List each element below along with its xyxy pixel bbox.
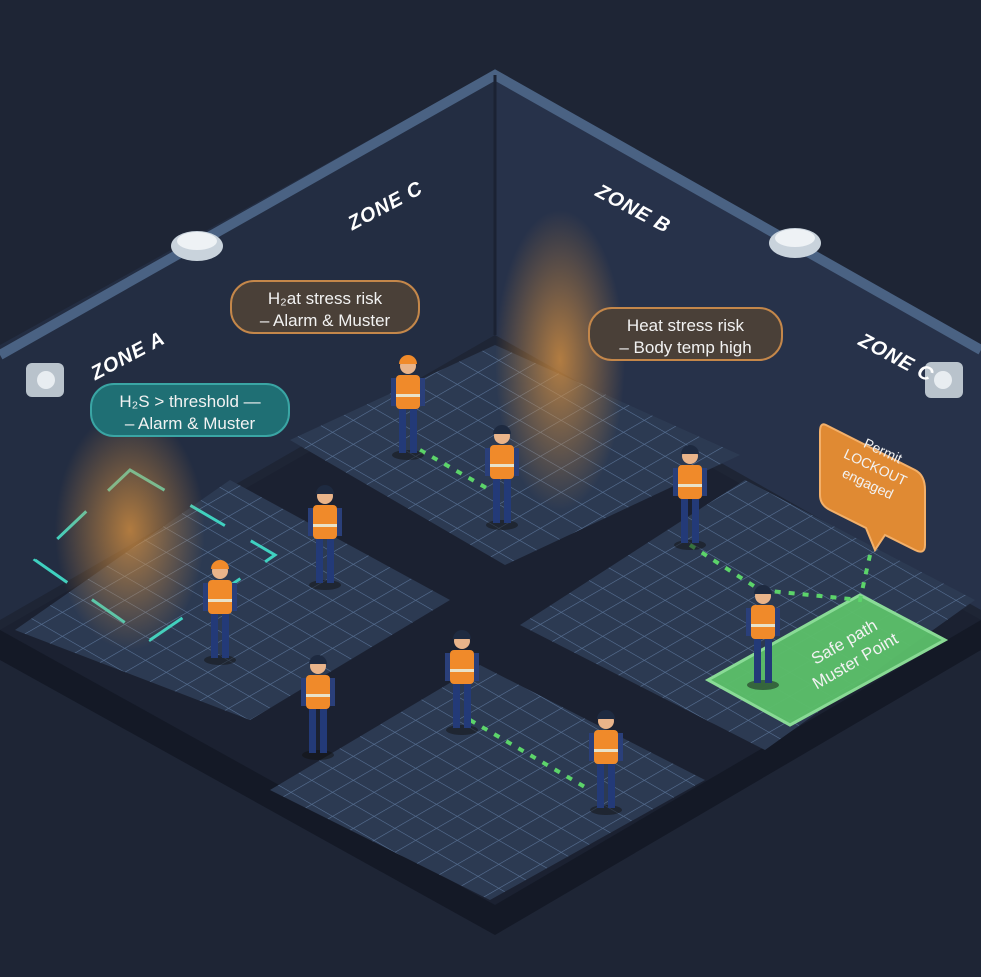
worker-figure — [589, 710, 623, 815]
ceiling-sensor-right — [769, 228, 821, 258]
permit-callout-bubble[interactable] — [819, 423, 926, 553]
worker-figure — [203, 560, 237, 665]
floor-slab — [0, 345, 981, 905]
heat-left-line1: H₂at stress risk — [267, 289, 383, 308]
heat-stress-left-callout[interactable]: H₂at stress risk – Alarm & Muster — [230, 280, 420, 334]
wall-sensor-right — [925, 362, 963, 398]
h2s-alert-line1: H₂S > threshold — — [119, 392, 261, 411]
worker-figure — [391, 355, 425, 460]
safe-path-dots — [419, 448, 872, 792]
worker-figure — [308, 485, 342, 590]
heat-plume — [495, 210, 625, 510]
h2s-alert-callout[interactable]: H₂S > threshold — – Alarm & Muster — [90, 383, 290, 437]
worker-figure — [746, 585, 780, 690]
h2s-alert-line2: – Alarm & Muster — [124, 414, 256, 433]
wall-sensor-left — [26, 363, 64, 397]
heat-right-line1: Heat stress risk — [626, 316, 745, 335]
heat-stress-right-callout[interactable]: Heat stress risk – Body temp high — [588, 307, 783, 361]
worker-figure — [485, 425, 519, 530]
gas-plume — [55, 410, 205, 650]
heat-left-line2: – Alarm & Muster — [259, 311, 391, 330]
worker-figure — [301, 655, 335, 760]
floor-zone-front — [270, 665, 705, 900]
heat-right-line2: – Body temp high — [619, 338, 752, 357]
worker-figure — [673, 445, 707, 550]
ceiling-sensor-left — [171, 231, 223, 261]
worker-figure — [445, 630, 479, 735]
